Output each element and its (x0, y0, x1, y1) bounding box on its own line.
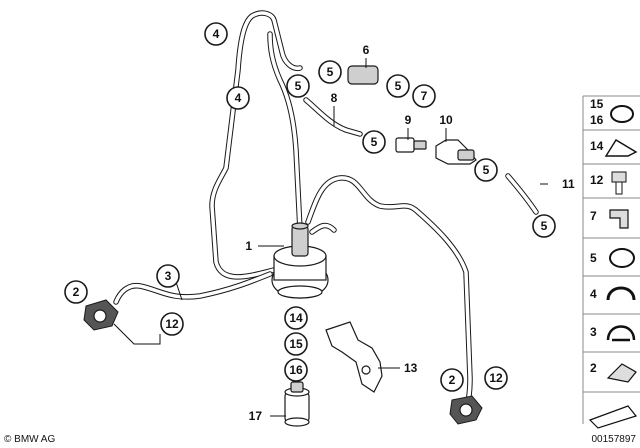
holder-icon (606, 325, 636, 342)
o-ring-icon (610, 105, 634, 123)
panel-num-12: 12 (590, 173, 604, 187)
connector-icon (606, 363, 637, 383)
callout-5b: 5 (318, 60, 342, 84)
screw-head-icon (611, 171, 627, 183)
part-9-connector (395, 137, 427, 153)
hose-canister-upper (305, 175, 473, 409)
copyright-text: © BMW AG (4, 434, 55, 445)
panel-num-4: 4 (590, 287, 597, 301)
label-13: 13 (404, 361, 418, 375)
arrow-panel-icon (588, 405, 638, 429)
label-11: 11 (562, 177, 575, 191)
panel-num-15: 15 (590, 97, 604, 111)
connector-2-left (83, 299, 119, 331)
panel-num-3: 3 (590, 325, 597, 339)
hose-4-right (267, 31, 303, 233)
hose-clip-icon (606, 286, 636, 301)
part-17-filter (284, 381, 310, 427)
screw-shaft-icon (615, 181, 623, 195)
callout-2a: 2 (64, 280, 88, 304)
svg-text:12: 12 (165, 317, 179, 331)
diagram-number: 00157897 (592, 434, 637, 445)
callout-15: 15 (284, 332, 308, 356)
hose-canister-right (309, 222, 337, 235)
hose-11 (505, 173, 539, 215)
callout-5f: 5 (532, 214, 556, 238)
svg-text:15: 15 (289, 337, 303, 351)
panel-num-5: 5 (590, 251, 597, 265)
part-10-valve (435, 139, 477, 165)
svg-text:2: 2 (73, 285, 80, 299)
panel-num-16: 16 (590, 113, 604, 127)
svg-text:5: 5 (395, 79, 402, 93)
svg-text:12: 12 (489, 371, 503, 385)
label-8: 8 (331, 91, 338, 105)
callout-14: 14 (284, 306, 308, 330)
part-1-canister (271, 222, 329, 299)
callout-5c: 5 (386, 74, 410, 98)
svg-text:5: 5 (483, 163, 490, 177)
svg-text:14: 14 (289, 311, 303, 325)
connector-2-right (449, 395, 483, 425)
callout-7: 7 (412, 84, 436, 108)
hose-clamp-icon (609, 248, 635, 268)
label-9: 9 (405, 113, 412, 127)
svg-text:3: 3 (165, 269, 172, 283)
part-13-bracket (325, 321, 383, 393)
svg-text:5: 5 (295, 79, 302, 93)
label-10: 10 (439, 113, 453, 127)
label-1: 1 (245, 239, 252, 253)
side-panel: 15 16 14 12 7 5 4 3 2 (582, 95, 640, 429)
callout-5e: 5 (474, 158, 498, 182)
hose-3 (113, 271, 273, 305)
panel-num-7: 7 (590, 209, 597, 223)
leader-lines (113, 58, 548, 417)
panel-num-2: 2 (590, 361, 597, 375)
svg-text:4: 4 (213, 27, 220, 41)
callout-5a: 5 (286, 74, 310, 98)
clip-icon (604, 139, 638, 157)
svg-text:7: 7 (421, 89, 428, 103)
callout-3: 3 (156, 264, 180, 288)
hose-4-left (209, 10, 303, 280)
callout-12a: 12 (160, 312, 184, 336)
label-6: 6 (363, 43, 370, 57)
callout-4a: 4 (204, 22, 228, 46)
svg-text:5: 5 (327, 65, 334, 79)
callout-4b: 4 (226, 86, 250, 110)
svg-text:16: 16 (289, 363, 303, 377)
panel-num-14: 14 (590, 139, 604, 153)
callout-2b: 2 (440, 368, 464, 392)
callout-16: 16 (284, 358, 308, 382)
svg-text:4: 4 (235, 91, 242, 105)
callout-12b: 12 (484, 366, 508, 390)
hose-group (113, 10, 539, 409)
label-17: 17 (249, 409, 263, 423)
hose-8 (303, 97, 363, 137)
svg-text:2: 2 (449, 373, 456, 387)
part-6-sleeve (347, 65, 379, 85)
svg-text:5: 5 (371, 135, 378, 149)
callout-5d: 5 (362, 130, 386, 154)
elbow-icon (609, 209, 629, 229)
svg-text:5: 5 (541, 219, 548, 233)
